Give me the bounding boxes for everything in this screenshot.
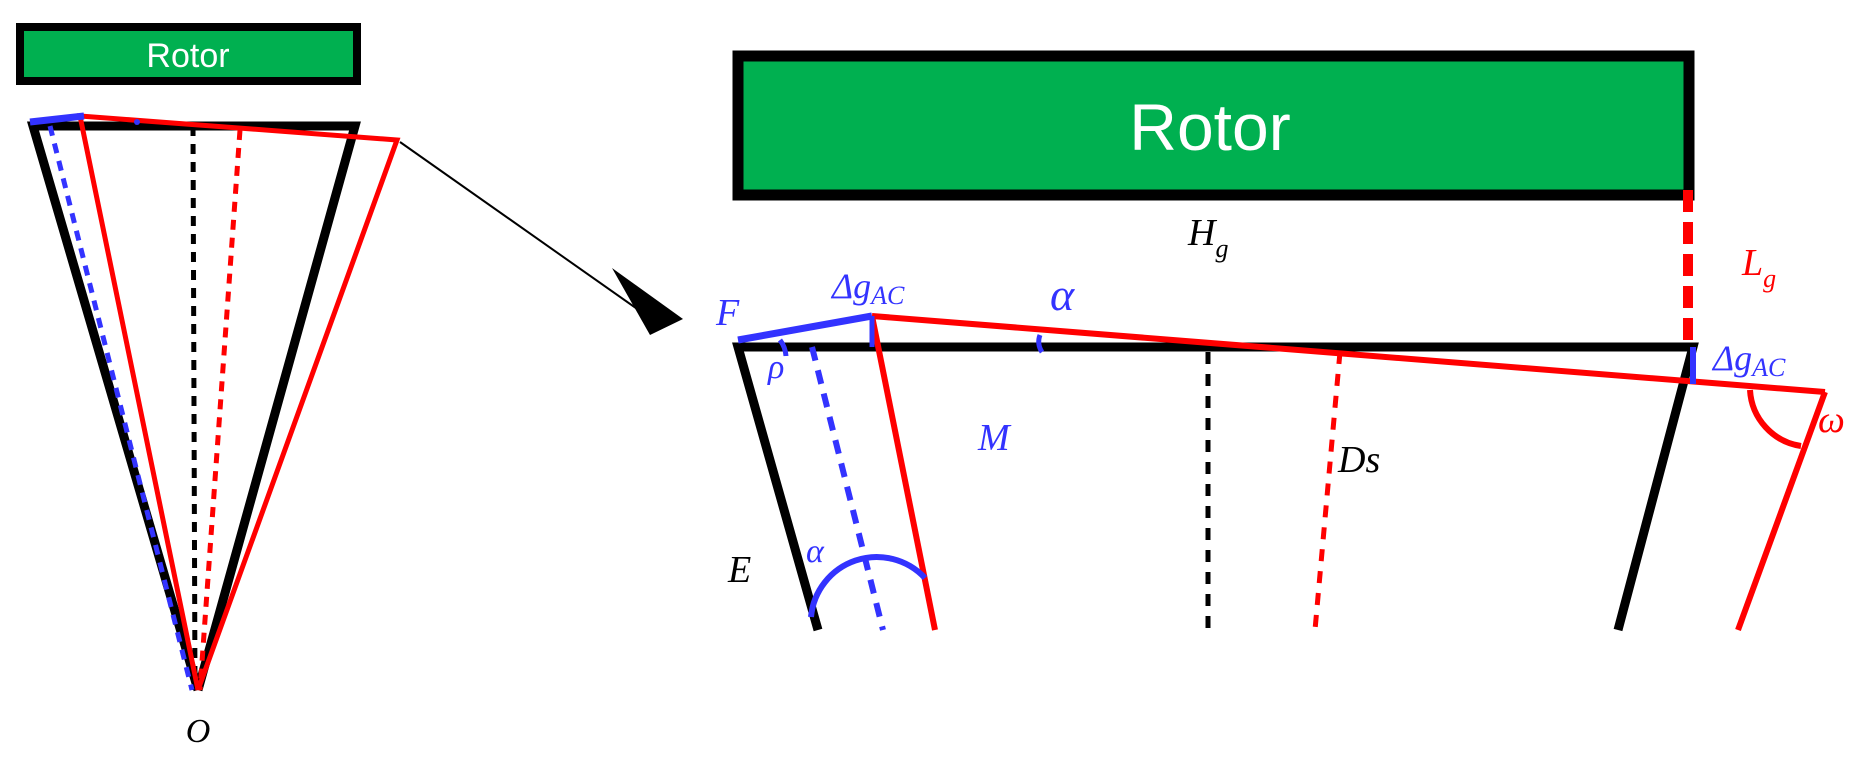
omega-arc	[1747, 389, 1802, 449]
label-delta-gac-left: ΔgAC	[830, 266, 905, 310]
left-rotor	[16, 23, 361, 85]
label-E: E	[727, 549, 751, 591]
label-delta-gac-right: ΔgAC	[1711, 338, 1786, 382]
label-M: M	[977, 417, 1012, 459]
rho-arc	[777, 338, 789, 357]
left-blue-dot	[134, 119, 140, 125]
label-O: O	[186, 713, 211, 750]
label-Hg: Hg	[1187, 212, 1228, 263]
label-Ds: Ds	[1337, 439, 1380, 481]
left-center-dashed	[190, 125, 198, 691]
right-rotor-label: Rotor	[1129, 90, 1290, 164]
label-Lg: Lg	[1741, 242, 1776, 293]
left-red-dashed	[197, 129, 243, 691]
label-omega: ω	[1818, 399, 1845, 441]
left-blue-top	[29, 112, 85, 126]
right-red-dashed	[1312, 351, 1343, 631]
label-alpha-top: α	[1050, 269, 1075, 320]
right-rotor	[732, 50, 1695, 201]
label-alpha-bottom: α	[806, 533, 825, 570]
alpha-bottom-arc	[808, 554, 928, 618]
right-red-top	[871, 313, 1826, 395]
left-blue-dashed	[47, 125, 195, 691]
labels: Hg Lg F ΔgAC α ρ M Ds ΔgAC ω E α	[715, 212, 1845, 591]
alpha-top-arc	[1036, 334, 1045, 354]
right-detail: Rotor	[732, 50, 1828, 632]
zoom-arrow	[399, 141, 651, 319]
left-tooth-outline	[26, 121, 361, 692]
left-tilted-tooth	[76, 113, 401, 691]
blue-dashed	[809, 346, 886, 631]
right-tooth-outline	[732, 342, 1699, 632]
blue-f-segment	[737, 312, 873, 344]
right-red-left	[869, 315, 938, 631]
label-rho: ρ	[767, 349, 784, 386]
label-F: F	[715, 292, 740, 334]
zoom-arrowhead	[612, 268, 683, 335]
left-schematic: Rotor O	[16, 23, 401, 750]
left-rotor-label: Rotor	[146, 37, 229, 75]
right-red-right	[1735, 390, 1828, 632]
